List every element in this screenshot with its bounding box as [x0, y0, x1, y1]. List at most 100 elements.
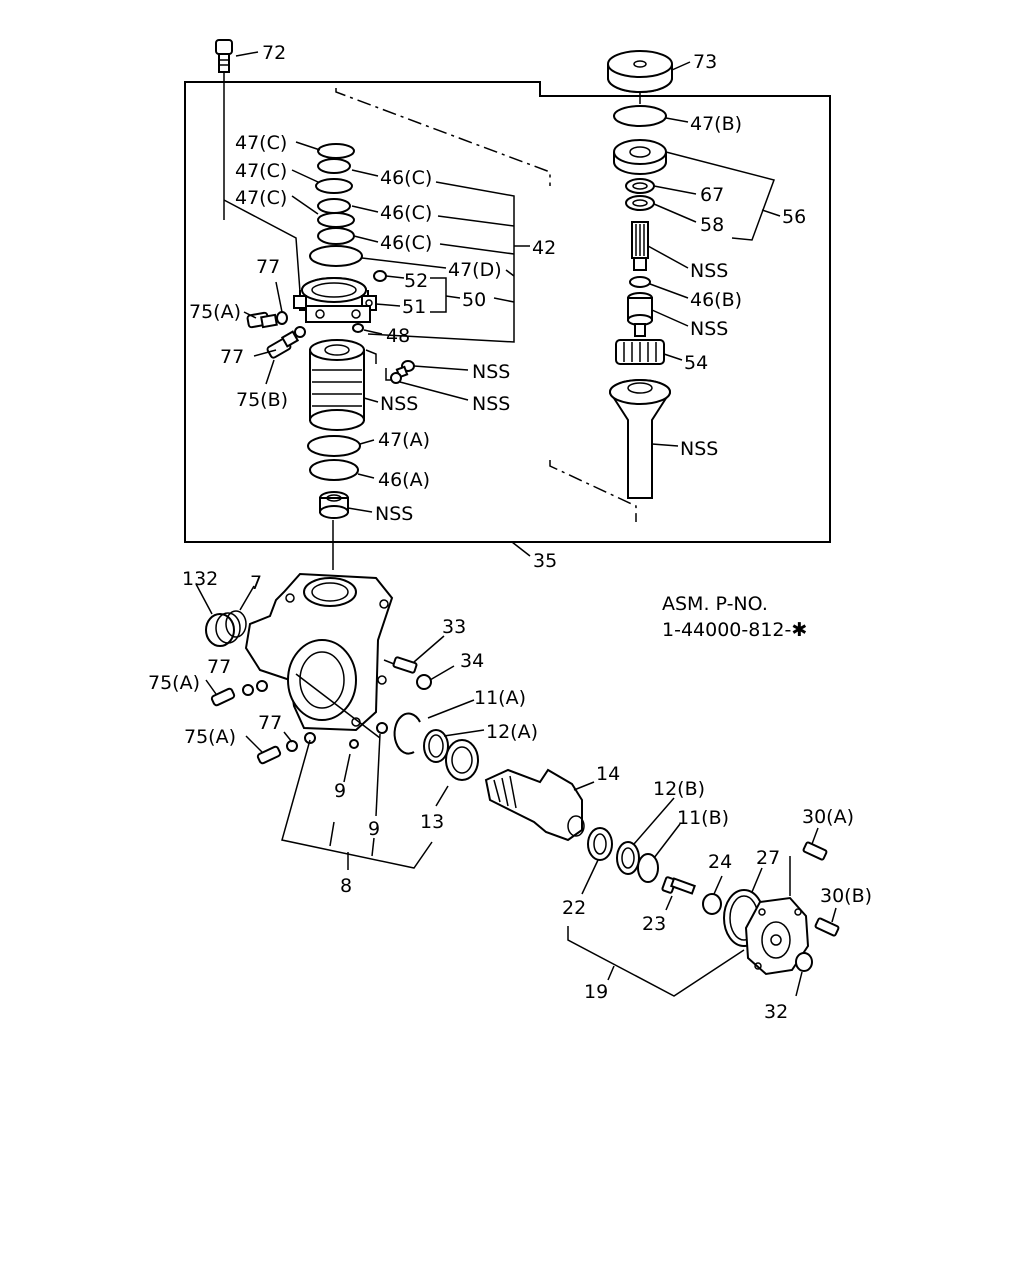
- label-50: 50: [462, 289, 486, 311]
- label-12a: 12(A): [486, 721, 538, 743]
- label-33: 33: [442, 616, 466, 638]
- label-47c-1: 47(C): [235, 132, 287, 154]
- label-32: 32: [764, 1001, 788, 1023]
- o-ring-47a-icon: [307, 435, 361, 457]
- snap-ring-11a-icon: [393, 712, 421, 755]
- o-ring-47b-icon: [613, 105, 667, 127]
- spool-icon: [627, 292, 653, 337]
- label-9-2: 9: [368, 818, 380, 840]
- label-47d: 47(D): [448, 259, 502, 281]
- bolt-30a-icon: [802, 841, 828, 861]
- washer-77-5-icon: [286, 740, 298, 752]
- label-nss-spline: NSS: [690, 260, 728, 282]
- label-46c-1: 46(C): [380, 167, 432, 189]
- bearing-58-icon: [625, 195, 655, 211]
- phantom-line-top: [335, 88, 551, 186]
- washer-77-6-icon: [304, 732, 316, 744]
- seal-46c-1-icon: [317, 158, 351, 174]
- label-8: 8: [340, 875, 352, 897]
- snap-ring-11b-icon: [637, 853, 659, 883]
- label-27: 27: [756, 847, 780, 869]
- label-54: 54: [684, 352, 708, 374]
- fitting-75a-1-icon: [246, 311, 278, 329]
- label-75a-3: 75(A): [184, 726, 236, 748]
- label-46c-2: 46(C): [380, 202, 432, 224]
- valve-housing-51-icon: [293, 277, 377, 323]
- label-77-4: 77: [258, 712, 282, 734]
- label-46b: 46(B): [690, 289, 742, 311]
- bolt-72-icon: [215, 39, 233, 73]
- seal-46c-2-icon: [317, 198, 351, 214]
- label-75b: 75(B): [236, 389, 288, 411]
- label-11a: 11(A): [474, 687, 526, 709]
- washer-77-1-icon: [276, 311, 288, 325]
- label-77-3: 77: [207, 656, 231, 678]
- fitting-75a-3-icon: [256, 745, 282, 765]
- sector-shaft-14-icon: [484, 768, 585, 842]
- plug-9-2-icon: [376, 722, 388, 734]
- label-132: 132: [182, 568, 218, 590]
- bearing-22-icon: [587, 827, 613, 861]
- plug-52-icon: [373, 270, 387, 282]
- label-47c-2: 47(C): [235, 160, 287, 182]
- label-47b: 47(B): [690, 113, 742, 135]
- label-42: 42: [532, 237, 556, 259]
- label-72: 72: [262, 42, 286, 64]
- label-67: 67: [700, 184, 724, 206]
- gear-housing-icon: [244, 572, 394, 732]
- o-ring-48-icon: [352, 323, 364, 333]
- label-77-1: 77: [256, 256, 280, 278]
- label-12b: 12(B): [653, 778, 705, 800]
- label-9-1: 9: [334, 780, 346, 802]
- label-47a: 47(A): [378, 429, 430, 451]
- seal-46a-icon: [309, 459, 359, 481]
- label-nss-screw-1: NSS: [472, 361, 510, 383]
- label-19: 19: [584, 981, 608, 1003]
- label-30a: 30(A): [802, 806, 854, 828]
- bolt-33-icon: [392, 656, 418, 674]
- input-spline-icon: [631, 221, 649, 271]
- label-34: 34: [460, 650, 484, 672]
- bearing-housing-56-icon: [613, 139, 667, 175]
- label-58: 58: [700, 214, 724, 236]
- label-47c-3: 47(C): [235, 187, 287, 209]
- label-nss-spool: NSS: [690, 318, 728, 340]
- o-ring-47d-icon: [309, 245, 363, 267]
- label-46c-3: 46(C): [380, 232, 432, 254]
- screw-nss-2-icon: [390, 372, 402, 384]
- label-nss-bottom: NSS: [375, 503, 413, 525]
- cap-73-icon: [607, 50, 673, 93]
- label-11b: 11(B): [677, 807, 729, 829]
- label-13: 13: [420, 811, 444, 833]
- input-shaft-icon: [609, 379, 671, 499]
- label-77-2: 77: [220, 346, 244, 368]
- label-75a-2: 75(A): [148, 672, 200, 694]
- washer-77-4-icon: [256, 680, 268, 692]
- label-nss-screw-2: NSS: [472, 393, 510, 415]
- needle-bearing-54-icon: [615, 339, 665, 365]
- nut-34-icon: [416, 674, 432, 690]
- centerline-left-dog: [223, 199, 301, 293]
- phantom-line-right: [549, 460, 637, 522]
- valve-body-icon: [309, 339, 365, 431]
- label-30b: 30(B): [820, 885, 872, 907]
- o-ring-47c-2-icon: [315, 178, 353, 194]
- seal-12b-icon: [616, 841, 640, 875]
- washer-77-3-icon: [242, 684, 254, 696]
- label-73: 73: [693, 51, 717, 73]
- plug-9-1-icon: [349, 739, 359, 749]
- label-48: 48: [386, 325, 410, 347]
- bearing-67-icon: [625, 178, 655, 194]
- label-52: 52: [404, 270, 428, 292]
- label-14: 14: [596, 763, 620, 785]
- label-35: 35: [533, 550, 557, 572]
- valve-assembly-frame: [184, 81, 831, 543]
- label-23: 23: [642, 913, 666, 935]
- adjusting-screw-23-icon: [661, 876, 696, 895]
- nut-32-icon: [795, 952, 813, 972]
- label-51: 51: [402, 296, 426, 318]
- fitting-75a-2-icon: [210, 687, 236, 707]
- side-cover-icon: [744, 896, 810, 976]
- assembly-title: ASM. P-NO.: [662, 593, 768, 615]
